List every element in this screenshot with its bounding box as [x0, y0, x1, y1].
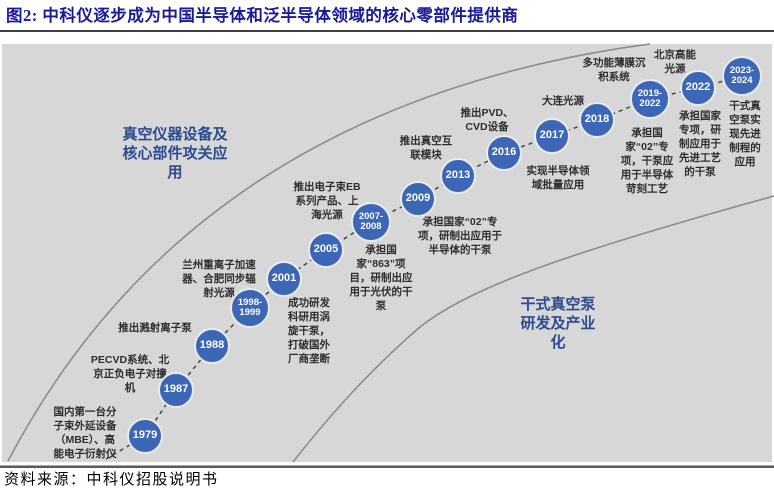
milestone-label: 承担国家“02”专项，研制出应用于半导体的干泵: [418, 216, 502, 256]
milestone-circle-2001: 2001: [266, 261, 302, 297]
milestone-circle-2013: 2013: [440, 158, 476, 194]
milestone-label: 实现半导体领域批量应用: [526, 165, 590, 191]
phase-label-dry-pump: 干式真空泵研发及产业化: [520, 296, 596, 351]
milestone-label: 干式真空泵实现先进制程的应用: [729, 100, 761, 168]
milestone-label: 成功研发科研用涡旋干泵，打破国外厂商垄断: [288, 297, 330, 365]
source-note: 资料来源：中科仪招股说明书: [4, 472, 219, 488]
milestone-label: 大连光源: [542, 95, 584, 107]
milestone-circle-2018: 2018: [579, 102, 615, 138]
milestone-circle-1987: 1987: [158, 372, 194, 408]
milestone-label: 推出PVD、CVD设备: [460, 107, 514, 133]
milestone-circle-2017: 2017: [534, 118, 570, 154]
milestone-circle-2019-2022: 2019- 2022: [630, 79, 670, 119]
milestone-label: 推出真空互联模块: [399, 135, 453, 161]
milestone-label: 承担国家专项，研制应用于先进工艺的干泵: [679, 110, 721, 178]
milestone-circle-1998-1999: 1998- 1999: [230, 288, 270, 328]
milestone-label: 承担国家“02”专项，干泵应用于半导体苛刻工艺: [620, 127, 674, 195]
milestone-label: 北京高能光源: [654, 49, 696, 75]
milestone-label: 多功能薄膜沉积系统: [582, 57, 646, 83]
phase-label-vacuum-instruments: 真空仪器设备及核心部件攻关应用: [122, 126, 228, 181]
milestone-circle-2009: 2009: [400, 181, 436, 217]
title-divider: [0, 30, 774, 32]
milestone-circle-2007-2008: 2007- 2008: [351, 202, 391, 242]
milestone-circle-1988: 1988: [194, 328, 230, 364]
milestone-circle-2022: 2022: [680, 70, 716, 106]
milestone-label: 国内第一台分子束外延设备（MBE）、高能电子衍射仪: [53, 406, 117, 460]
milestone-circle-2023-2024: 2023- 2024: [722, 56, 762, 96]
milestone-circle-1979: 1979: [127, 418, 163, 454]
figure-title: 图2: 中科仪逐步成为中国半导体和泛半导体领域的核心零部件提供商: [6, 6, 519, 25]
milestone-circle-2005: 2005: [308, 232, 344, 268]
milestone-circle-2016: 2016: [486, 135, 522, 171]
milestone-label: 推出溅射离子泵: [118, 322, 192, 334]
figure-bottom-divider: [0, 465, 774, 468]
milestone-label: 承担国家“863”项目，研制出应用于光伏的干泵: [349, 244, 413, 312]
